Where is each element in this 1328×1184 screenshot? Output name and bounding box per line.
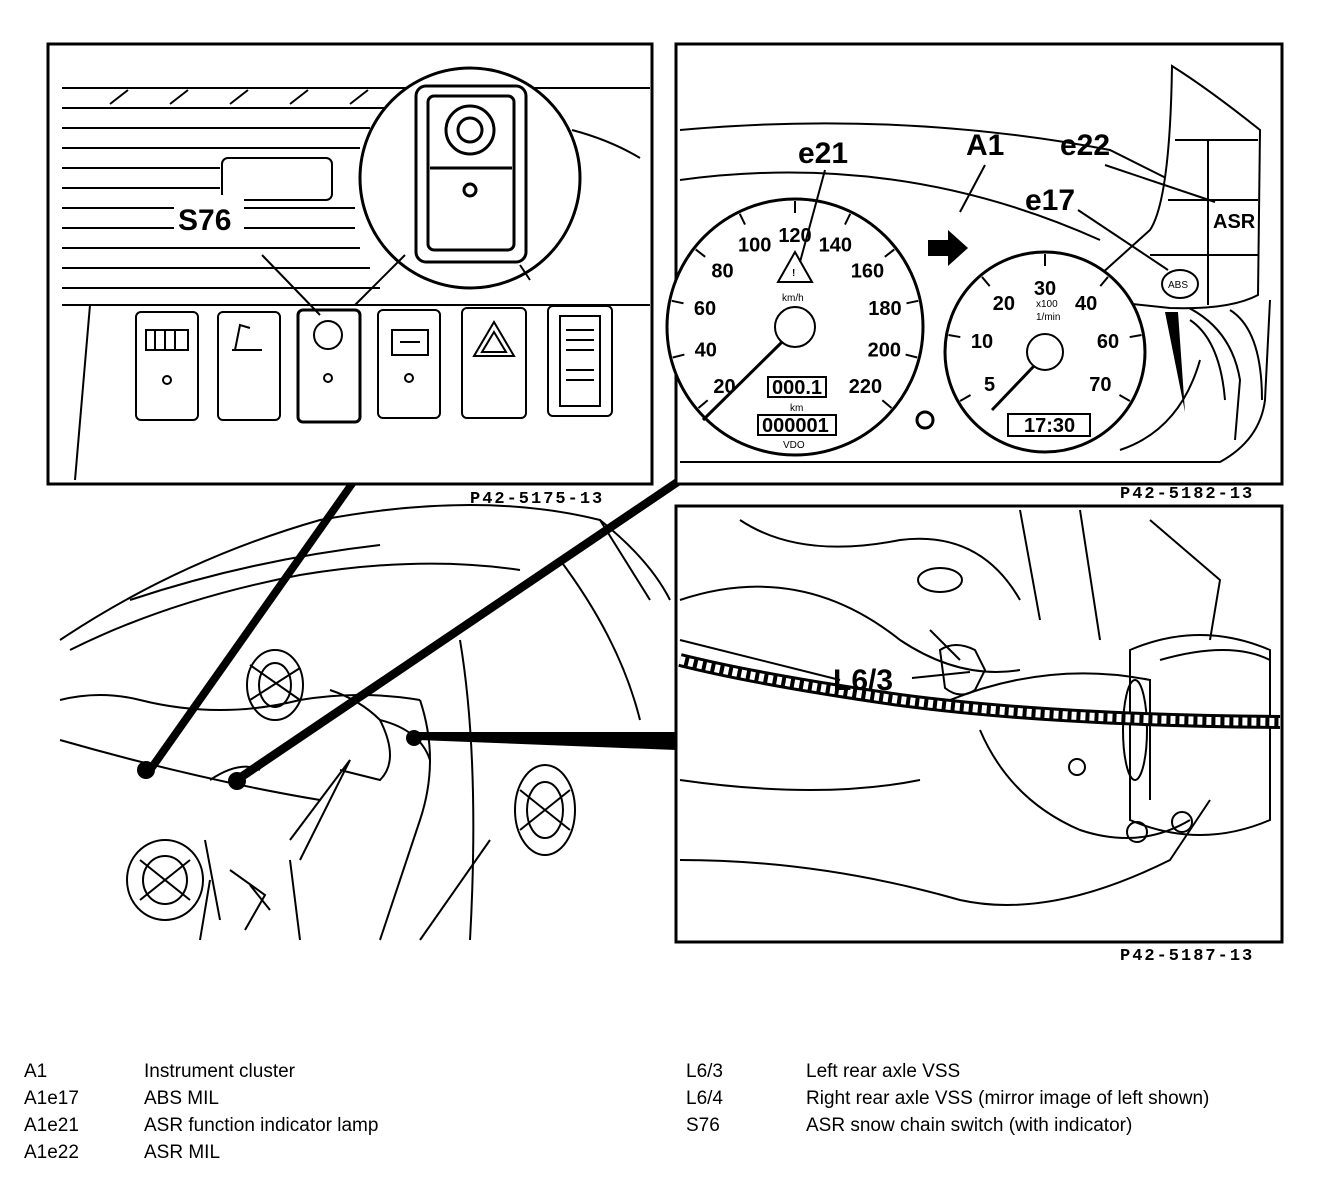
tacho-label: 60 — [1097, 331, 1119, 353]
rear-axle-sensor-detail: L6/3 — [674, 504, 1284, 944]
tacho-tick — [1099, 276, 1109, 287]
cluster-panel-ref: P42-5182-13 — [1120, 485, 1254, 504]
tacho-label: 20 — [993, 293, 1015, 315]
legend-desc: Right rear axle VSS (mirror image of lef… — [806, 1088, 1210, 1109]
legend-row: A1 Instrument cluster — [24, 1058, 378, 1085]
gauge-brand: VDO — [783, 440, 805, 451]
speedo-label: 80 — [711, 260, 733, 282]
abs-lamp-label: ABS — [1168, 280, 1188, 291]
odometer-unit: km — [790, 403, 803, 414]
switch-panel-ref: P42-5175-13 — [470, 490, 604, 509]
legend-row: L6/4 Right rear axle VSS (mirror image of… — [686, 1085, 1209, 1112]
tacho-tick — [1129, 333, 1142, 339]
tacho-tick — [1118, 394, 1131, 402]
speedo-label: 120 — [778, 225, 811, 247]
speedo-tick — [881, 399, 893, 409]
legend-code: A1e17 — [24, 1088, 79, 1109]
speedo-tick — [672, 353, 685, 359]
legend-code: A1e21 — [24, 1115, 79, 1136]
switch-location-dot — [137, 761, 155, 779]
speedo-label: 60 — [694, 298, 716, 320]
tacho-label: 70 — [1089, 374, 1111, 396]
legend-row: S76 ASR snow chain switch (with indicator… — [686, 1112, 1209, 1139]
legend-desc: ASR MIL — [144, 1142, 221, 1163]
legend-row: L6/3 Left rear axle VSS — [686, 1058, 1209, 1085]
legend-desc: ASR function indicator lamp — [144, 1115, 379, 1136]
tacho-tick — [959, 394, 972, 402]
legend-code: S76 — [686, 1115, 720, 1136]
e22-callout: e22 — [1060, 129, 1110, 162]
sensor-location-dot — [406, 730, 422, 746]
legend-code: A1 — [24, 1061, 48, 1082]
speedo-tick — [884, 248, 895, 258]
axle-panel-ref: P42-5187-13 — [1120, 947, 1254, 966]
trip-readout: 000.1 — [772, 377, 822, 399]
switch-panel-detail: S76 — [46, 42, 654, 486]
technical-diagram: S76 P42-5175-13 ASR ABS 2040608010012014… — [46, 42, 1284, 966]
speedo-label: 100 — [738, 234, 771, 256]
legend-row: A1e22 ASR MIL — [24, 1139, 378, 1166]
speedo-tick — [671, 299, 684, 305]
legend-desc: Instrument cluster — [144, 1061, 295, 1082]
svg-text:!: ! — [792, 268, 795, 279]
tacho-unit-bottom: 1/min — [1036, 312, 1060, 323]
legend-desc: ABS MIL — [144, 1088, 219, 1109]
speedo-tick — [738, 213, 746, 225]
panel-leader-lines — [137, 478, 682, 790]
tacho-label: 40 — [1075, 293, 1097, 315]
speedo-tick — [905, 353, 918, 359]
asr-lamp-label: ASR — [1213, 211, 1256, 233]
odometer-readout: 000001 — [762, 415, 829, 437]
legend-code: A1e22 — [24, 1142, 79, 1163]
legend-code: L6/3 — [686, 1061, 723, 1082]
l6-3-callout: L6/3 — [833, 664, 893, 697]
speedo-label: 160 — [851, 260, 884, 282]
tacho-tick — [981, 276, 991, 287]
arrow-icon — [928, 230, 968, 266]
tacho-tick — [948, 333, 961, 339]
speedo-label: 40 — [695, 339, 717, 361]
tacho-label: 5 — [984, 374, 995, 396]
s76-callout: S76 — [178, 204, 231, 237]
tacho-label: 30 — [1034, 278, 1056, 300]
legend-code: L6/4 — [686, 1088, 723, 1109]
e21-callout: e21 — [798, 137, 848, 170]
legend-row: A1e21 ASR function indicator lamp — [24, 1112, 378, 1139]
cluster-location-dot — [228, 772, 246, 790]
vehicle-interior-illustration — [59, 504, 671, 941]
clock-readout: 17:30 — [1024, 415, 1075, 437]
legend-row: A1e17 ABS MIL — [24, 1085, 378, 1112]
legend-desc: Left rear axle VSS — [806, 1061, 961, 1082]
speedo-tick — [906, 299, 919, 305]
speedo-label: 200 — [868, 339, 901, 361]
speedo-label: 220 — [849, 376, 882, 398]
speedo-label: 180 — [868, 298, 901, 320]
speedo-unit: km/h — [782, 293, 804, 304]
a1-callout: A1 — [966, 129, 1004, 162]
e17-callout: e17 — [1025, 184, 1075, 217]
speedo-tick — [695, 248, 706, 258]
switch-magnifier — [358, 66, 582, 290]
speedo-tick — [697, 399, 709, 409]
tacho-unit-top: x100 — [1036, 299, 1058, 310]
speedo-label: 20 — [713, 376, 735, 398]
legend-desc: ASR snow chain switch (with indicator) — [806, 1115, 1133, 1136]
speedo-tick — [844, 213, 852, 225]
tacho-label: 10 — [971, 331, 993, 353]
legend-right: L6/3 Left rear axle VSS L6/4 Right rear ax… — [686, 1058, 1209, 1139]
speedo-label: 140 — [819, 234, 852, 256]
